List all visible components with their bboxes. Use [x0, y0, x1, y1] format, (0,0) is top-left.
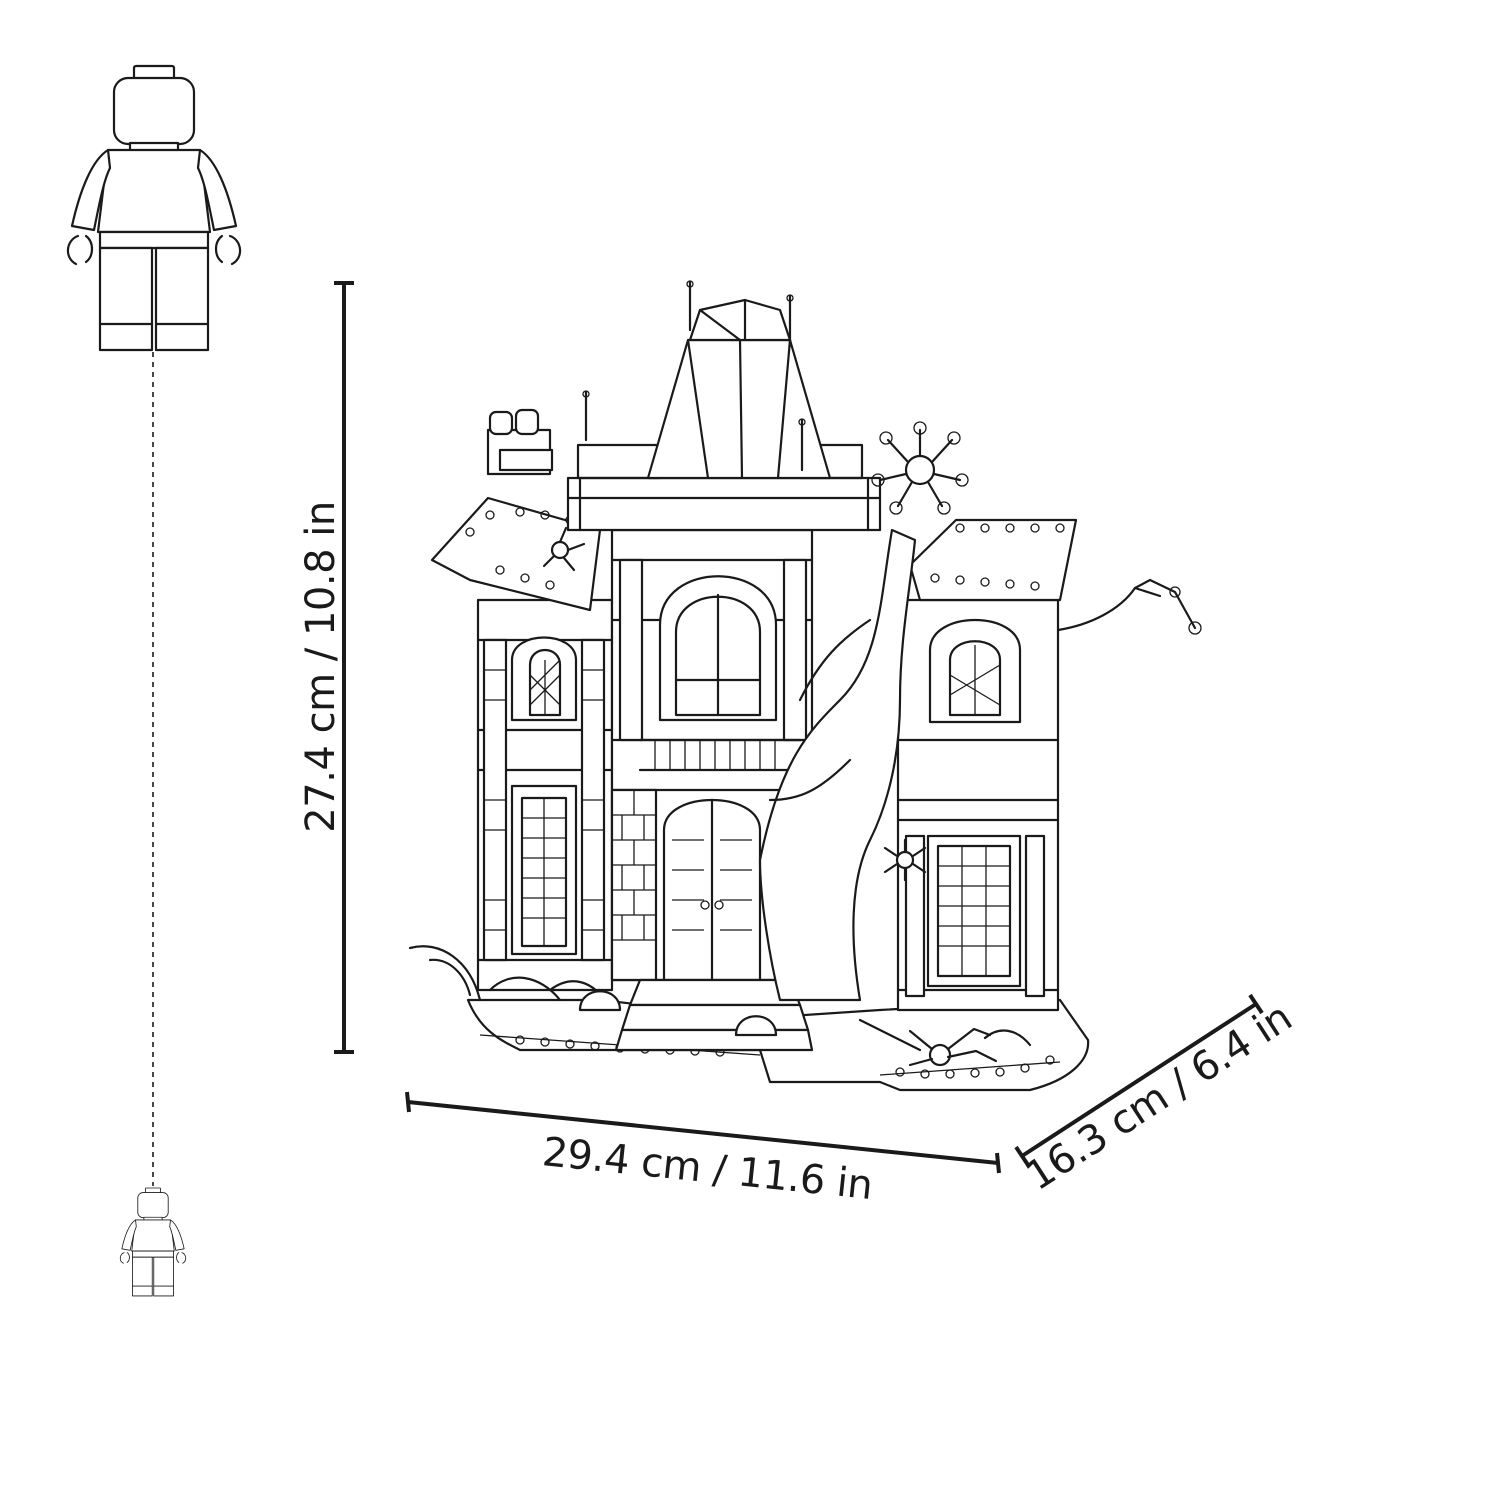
wall-flower-right: [883, 838, 927, 882]
tower-parapet: [566, 476, 882, 532]
right-roof-studs: [930, 523, 1065, 591]
small-minifigure: [119, 1187, 187, 1297]
right-roof: [908, 518, 1078, 602]
base-studs: [515, 1035, 1055, 1079]
height-label: 27.4 cm / 10.8 in: [298, 501, 344, 832]
wall-flower-left: [542, 526, 586, 572]
front-steps: [628, 978, 802, 1007]
height-dimension: 27.4 cm / 10.8 in: [298, 281, 354, 1054]
width-label: 29.4 cm / 11.6 in: [540, 1129, 874, 1209]
spire-antennas: [582, 280, 806, 472]
brick-panel-left: [610, 788, 658, 982]
tree-branch: [1056, 586, 1137, 632]
width-dimension: 29.4 cm / 11.6 in: [405, 1091, 1001, 1209]
right-lower-window: [926, 834, 1022, 988]
tree-trunk: [758, 528, 917, 1002]
large-minifigure: [66, 64, 242, 352]
left-roof: [430, 496, 602, 612]
balcony-railing: [638, 738, 802, 772]
spiky-plant-top: [871, 421, 969, 515]
spider-ornament: [908, 1027, 998, 1067]
mansion-drawing: [408, 280, 1202, 1092]
